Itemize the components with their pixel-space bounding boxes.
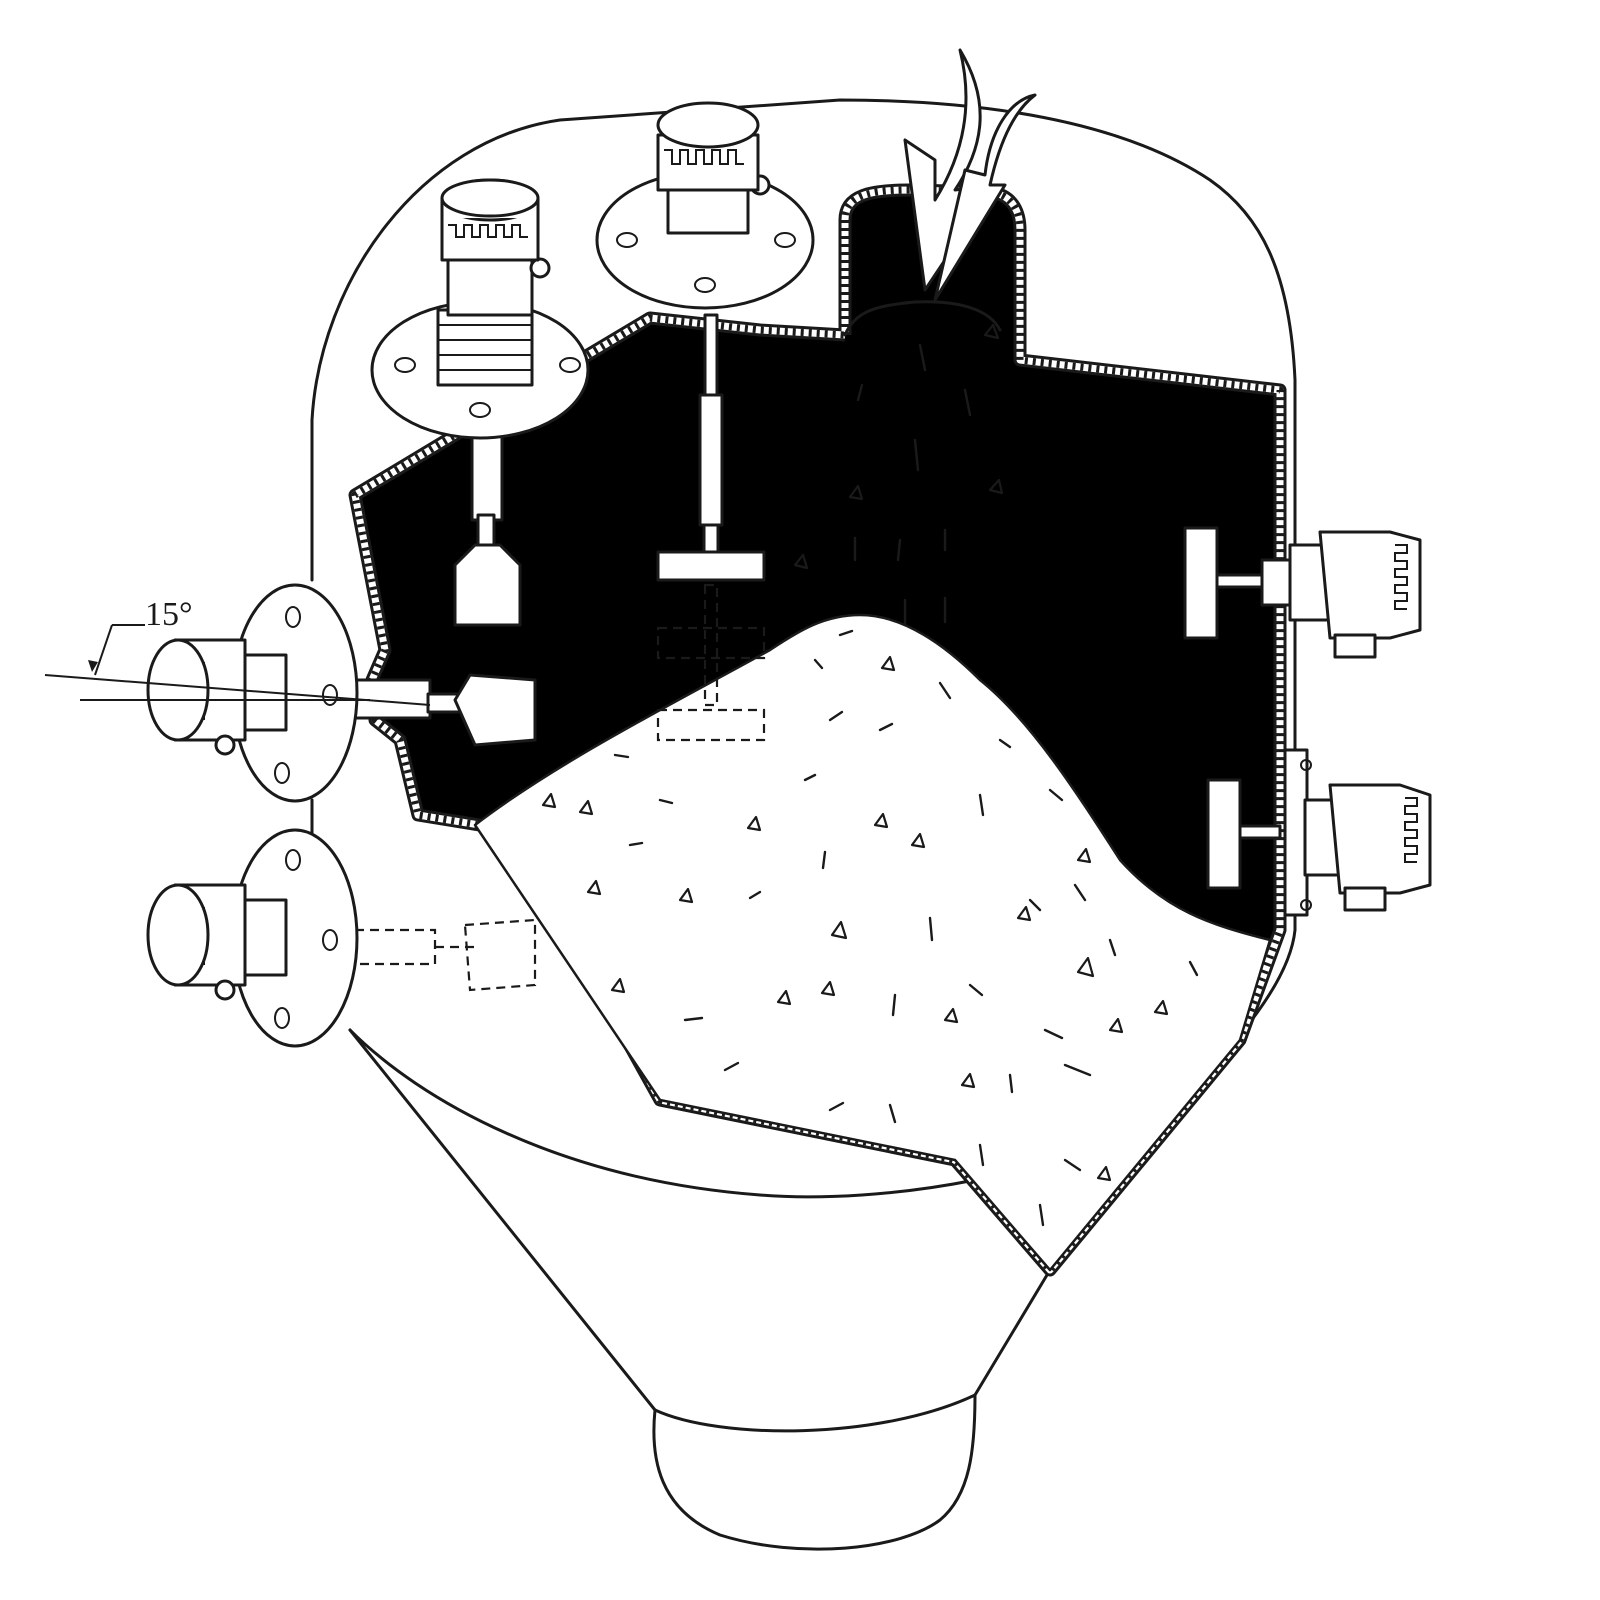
discharge-cone — [348, 1028, 1052, 1551]
material-pile — [473, 323, 1272, 1272]
falling-stream — [793, 323, 1004, 627]
side-level-switch-angled: 15° — [44, 583, 537, 803]
right-level-switch-lower — [1206, 748, 1432, 917]
inlet-dome — [843, 300, 1002, 337]
pile-grains — [541, 629, 1199, 1227]
angle-label: 15° — [145, 596, 193, 633]
side-level-switch-lower — [146, 828, 537, 1048]
inlet-arrows — [903, 48, 1037, 302]
right-level-switch-upper — [1183, 526, 1422, 659]
top-level-switch-long-shaft — [595, 101, 815, 742]
top-level-switch-flanged — [370, 178, 590, 627]
